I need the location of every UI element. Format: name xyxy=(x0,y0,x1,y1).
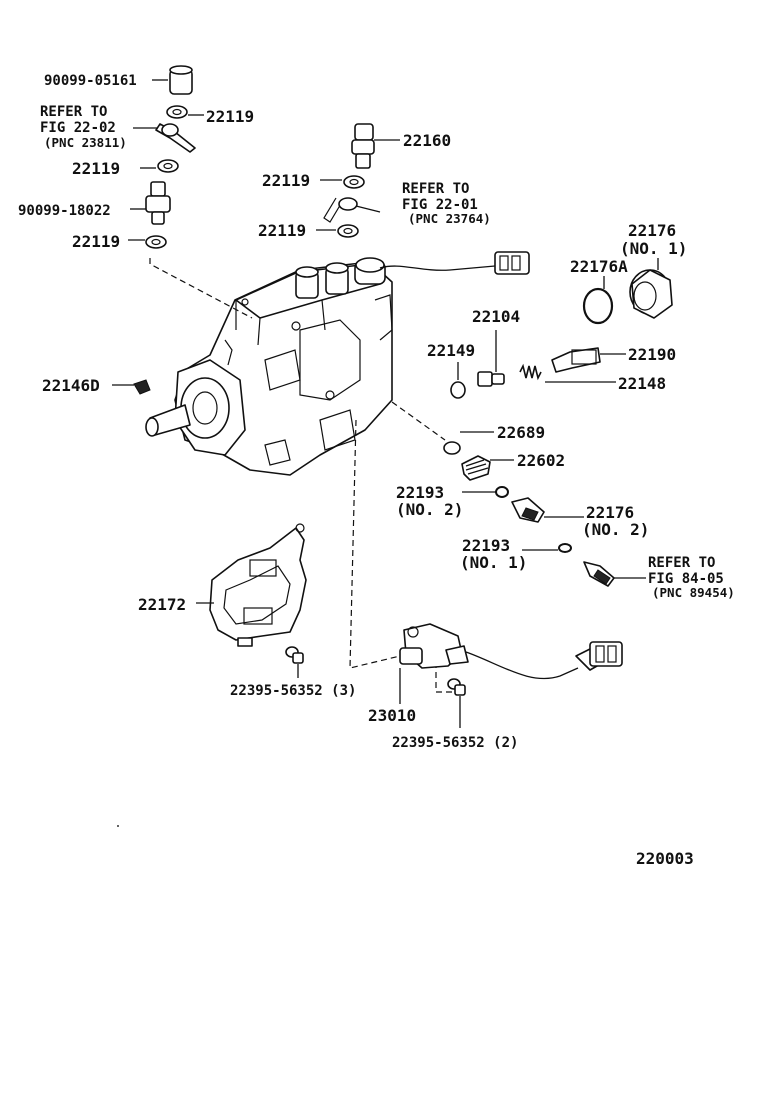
label-22119-d: 22119 xyxy=(262,171,310,190)
part-22689-washer xyxy=(443,431,494,455)
part-22146D xyxy=(112,379,151,395)
part-22172-gasket xyxy=(196,523,307,647)
label-22193-no1-b: (NO. 1) xyxy=(460,553,527,572)
label-22148: 22148 xyxy=(618,374,666,393)
label-22104: 22104 xyxy=(472,307,520,326)
part-22602-spring-cup xyxy=(461,455,514,481)
part-22119-d-washer xyxy=(320,175,365,189)
ref-84-05-sensor xyxy=(583,561,646,587)
label-22395-56352-3: 22395-56352 (3) xyxy=(230,683,356,699)
label-22176A: 22176A xyxy=(570,257,628,276)
leader-dashed-b xyxy=(391,401,446,441)
label-22119-a: 22119 xyxy=(206,107,254,126)
injection-pump-body xyxy=(145,257,496,476)
label-22193-no2-b: (NO. 2) xyxy=(396,500,463,519)
part-22395-screw-3 xyxy=(285,646,304,678)
label-22193-no1-a: 22193 xyxy=(462,536,510,555)
part-22193-no2-oring xyxy=(462,486,509,498)
label-22119-b: 22119 xyxy=(72,159,120,178)
diagram-id: 220003 xyxy=(636,849,694,868)
label-22689: 22689 xyxy=(497,423,545,442)
label-90099-05161: 90099-05161 xyxy=(44,73,137,89)
part-22395-screw-2 xyxy=(447,678,466,728)
label-refer-b-2: FIG 22-01 xyxy=(402,197,478,213)
label-22176-no2-b: (NO. 2) xyxy=(582,520,649,539)
part-22104-plunger xyxy=(477,330,505,387)
label-refer-a-1: REFER TO xyxy=(40,104,107,120)
banjo-fitting-a xyxy=(133,123,196,153)
part-22119-c-washer xyxy=(128,235,167,249)
part-22176A-oring xyxy=(582,276,614,325)
leader-dashed-c xyxy=(349,419,401,669)
part-90099-05161 xyxy=(152,65,193,95)
label-22190: 22190 xyxy=(628,345,676,364)
label-refer-c-3: (PNC 89454) xyxy=(652,585,735,600)
banjo-fitting-b xyxy=(323,197,381,223)
label-22176-no2-a: 22176 xyxy=(586,503,634,522)
part-22160-fitting xyxy=(351,123,400,169)
solenoid-connector xyxy=(575,641,623,671)
label-22176-no1-b: (NO. 1) xyxy=(620,239,687,258)
label-22146D: 22146D xyxy=(42,376,100,395)
part-22148-spring xyxy=(519,363,616,383)
label-refer-c-1: REFER TO xyxy=(648,555,715,571)
label-refer-a-3: (PNC 23811) xyxy=(44,135,127,150)
label-refer-c-2: FIG 84-05 xyxy=(648,571,724,587)
leader-dashed-a xyxy=(149,258,253,319)
label-refer-b-3: (PNC 23764) xyxy=(408,211,491,226)
part-22176-no2-sensor xyxy=(511,497,584,523)
part-22119-a-washer xyxy=(166,105,204,119)
label-refer-b-1: REFER TO xyxy=(402,181,469,197)
label-22602: 22602 xyxy=(517,451,565,470)
label-22176-no1-a: 22176 xyxy=(628,221,676,240)
stray-dot xyxy=(117,825,119,827)
part-22176-no1-nut xyxy=(629,258,673,319)
label-90099-18022: 90099-18022 xyxy=(18,203,111,219)
part-90099-18022-bolt xyxy=(130,181,171,225)
label-22193-no2-a: 22193 xyxy=(396,483,444,502)
part-22149-cap xyxy=(450,362,466,399)
label-22172: 22172 xyxy=(138,595,186,614)
part-22119-e-washer xyxy=(316,224,359,238)
label-22160: 22160 xyxy=(403,131,451,150)
part-23010-solenoid xyxy=(399,623,579,704)
label-22149: 22149 xyxy=(427,341,475,360)
part-22193-no1-oring xyxy=(522,543,572,553)
label-22395-56352-2: 22395-56352 (2) xyxy=(392,735,518,751)
pump-wire-connector xyxy=(494,251,530,275)
label-23010: 23010 xyxy=(368,706,416,725)
part-22190-sensor xyxy=(551,347,626,373)
label-22119-c: 22119 xyxy=(72,232,120,251)
label-22119-e: 22119 xyxy=(258,221,306,240)
label-refer-a-2: FIG 22-02 xyxy=(40,120,116,136)
part-22119-b-washer xyxy=(140,159,179,173)
